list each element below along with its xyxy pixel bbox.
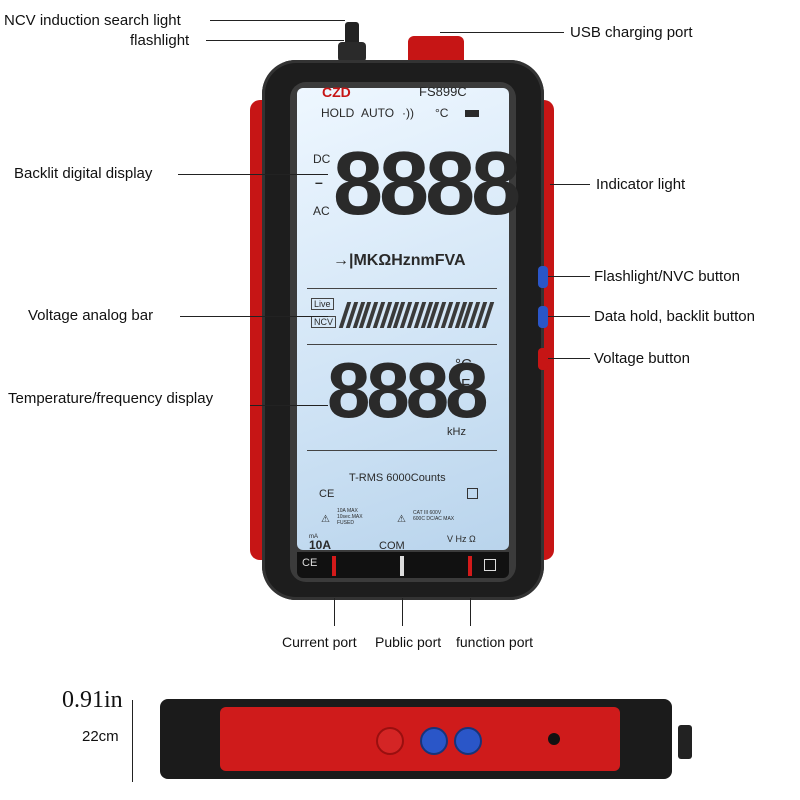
callout-indicator: Indicator light	[596, 176, 686, 193]
flashlight-base	[338, 42, 366, 62]
port-10a-label: 10A	[309, 538, 332, 552]
port-vhz-label: V Hz Ω	[447, 534, 476, 544]
leader-hold	[548, 316, 590, 317]
cat-note-2: 600C DC/AC MAX	[413, 516, 455, 522]
ce-mark: CE	[319, 488, 335, 500]
leader-analog	[180, 316, 328, 317]
callout-voltage: Voltage button	[594, 350, 690, 367]
hold-indicator: HOLD	[321, 106, 355, 120]
divider-bottom	[307, 450, 497, 451]
ac-indicator: AC	[313, 204, 330, 218]
fuse-note-3: FUSED	[337, 520, 354, 526]
leader-usb	[440, 32, 564, 33]
live-indicator: Live	[311, 298, 334, 310]
battery-icon	[465, 110, 479, 117]
callout-backlit: Backlit digital display	[14, 165, 153, 182]
auto-indicator: AUTO	[361, 106, 395, 120]
callout-temp: Temperature/frequency display	[8, 390, 214, 407]
warning-icon-left: ⚠	[321, 514, 330, 525]
callout-flash-btn: Flashlight/NVC button	[594, 268, 740, 285]
side-view-probe	[678, 725, 692, 759]
celsius-indicator-top: °C	[435, 106, 449, 120]
leader-backlit	[178, 174, 328, 175]
cat-note-1: CAT III 600V	[413, 510, 442, 516]
callout-usb: USB charging port	[570, 24, 693, 41]
fuse-note-2: 10sec.MAX	[337, 514, 363, 520]
callout-ncv: NCV induction search light	[4, 12, 181, 29]
unit-indicators: →|MKΩHznmFVA	[333, 252, 466, 269]
leader-ncv	[210, 20, 345, 21]
port-ma-label: mA	[309, 534, 318, 540]
celsius-indicator: °C	[455, 356, 472, 373]
voltage-analog-bar	[338, 302, 495, 328]
flashlight-ncv-button[interactable]	[538, 266, 548, 288]
sub-digits: 8888	[327, 346, 489, 434]
ce-mark-bottom: CE	[302, 557, 318, 569]
indicator-light-dot	[548, 733, 560, 745]
power-icon[interactable]	[376, 727, 404, 755]
voltage-button[interactable]	[538, 348, 548, 370]
port-com-label: COM	[379, 540, 405, 552]
callout-analog: Voltage analog bar	[28, 307, 154, 324]
khz-indicator: kHz	[447, 426, 466, 438]
leader-temp	[250, 405, 328, 406]
insulation-icon-bottom	[484, 559, 496, 571]
leader-current	[334, 598, 335, 626]
leader-voltage	[548, 358, 590, 359]
thickness-inch-label: 0.91in	[62, 687, 123, 713]
main-digits: 8888	[333, 134, 521, 234]
leader-flashlight	[206, 40, 344, 41]
double-insulation-icon	[467, 488, 478, 499]
leader-function	[470, 598, 471, 626]
public-port	[400, 556, 404, 576]
lcd-display: CZD FS899C HOLD AUTO ·)) °C DC – AC 8888…	[297, 84, 521, 552]
divider-top	[307, 288, 497, 289]
minus-indicator: –	[315, 174, 323, 190]
thickness-cm-label: 22cm	[82, 728, 119, 745]
warning-icon-right: ⚠	[397, 514, 406, 525]
leader-public	[402, 598, 403, 626]
hold-icon[interactable]	[454, 727, 482, 755]
callout-flashlight: flashlight	[130, 32, 190, 49]
dc-indicator: DC	[313, 152, 331, 166]
fahrenheit-indicator: °F	[455, 376, 471, 393]
brand-label: CZD	[322, 84, 351, 100]
callout-public-port: Public port	[375, 634, 442, 650]
usb-charging-port	[408, 36, 464, 62]
fuse-note-1: 10A MAX	[337, 508, 358, 514]
current-port	[332, 556, 336, 576]
leader-flash-btn	[548, 276, 590, 277]
callout-function-port: function port	[456, 634, 534, 650]
data-hold-button[interactable]	[538, 306, 548, 328]
flashlight-icon[interactable]	[420, 727, 448, 755]
sound-indicator: ·))	[402, 106, 414, 120]
dimension-line	[132, 700, 133, 782]
callout-hold: Data hold, backlit button	[594, 308, 755, 325]
model-label: FS899C	[419, 84, 467, 99]
side-view	[150, 693, 692, 783]
divider-mid	[307, 344, 497, 345]
function-port	[468, 556, 472, 576]
leader-indicator	[550, 184, 590, 185]
ncv-indicator: NCV	[311, 316, 337, 328]
trms-label: T-RMS 6000Counts	[349, 472, 446, 484]
callout-current-port: Current port	[282, 634, 357, 650]
